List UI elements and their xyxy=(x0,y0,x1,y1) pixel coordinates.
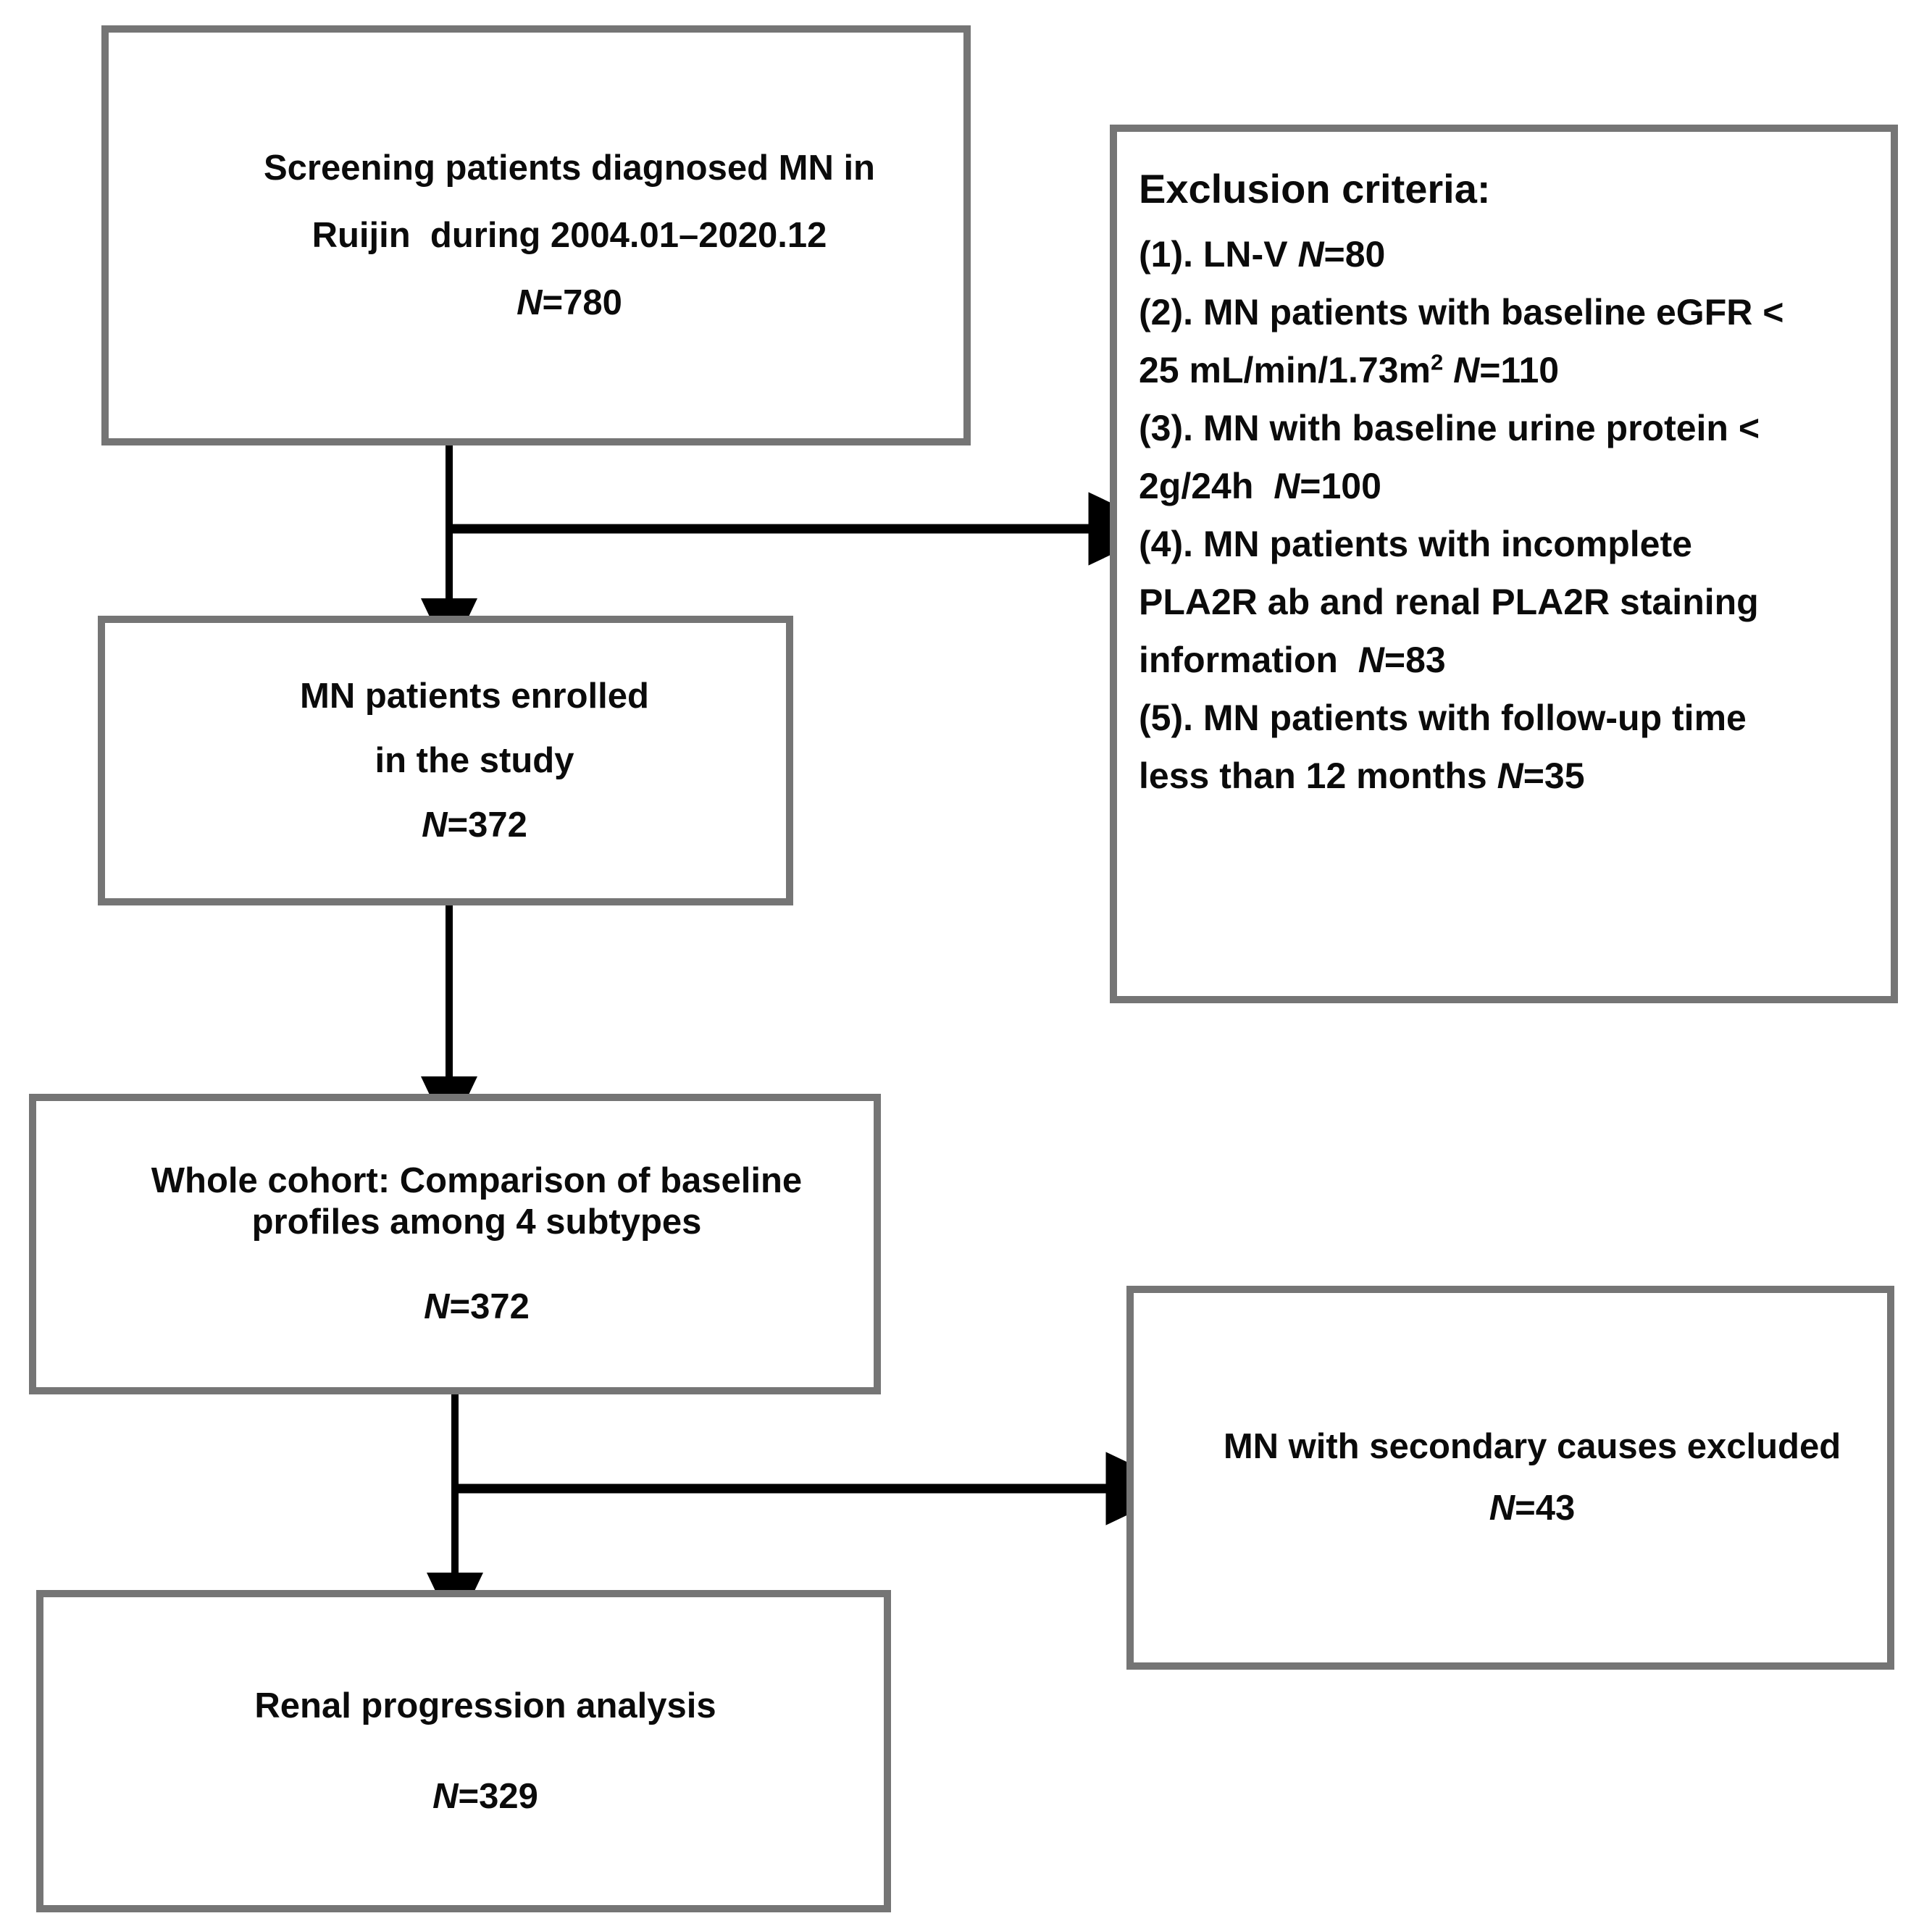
screening-n-value: =780 xyxy=(542,283,622,322)
exclusion-item-3-n: N xyxy=(1274,465,1300,506)
exclusion-item-2-unit: 25 mL/min/1.73m xyxy=(1139,349,1431,390)
wholecohort-line-1: Whole cohort: Comparison of baseline xyxy=(151,1161,803,1200)
exclusion-item-4-n: N xyxy=(1358,639,1384,680)
exclusion-item-4-line-a: (4). MN patients with incomplete xyxy=(1139,523,1692,564)
renal-n-value: =329 xyxy=(458,1776,538,1816)
wholecohort-line-2: profiles among 4 subtypes xyxy=(251,1202,702,1242)
exclusion-item-2-line-b: 25 mL/min/1.73m2 N=110 xyxy=(1139,350,1912,390)
exclusion-item-3-line-b: 2g/24h N=100 xyxy=(1139,466,1912,506)
renal-n-symbol: N xyxy=(432,1776,459,1816)
exclusion-item-1-value: =80 xyxy=(1323,233,1386,275)
exclusion-item-3-line-a: (3). MN with baseline urine protein < xyxy=(1139,407,1760,448)
screening-count: N=780 xyxy=(142,285,997,321)
exclusion-item-1-text: (1). LN-V xyxy=(1139,233,1298,275)
exclusion-item-5-line-b: less than 12 months N=35 xyxy=(1139,756,1912,796)
exclusion-item-1: (1). LN-V N=80 xyxy=(1139,234,1912,275)
exclusion-heading: Exclusion criteria: xyxy=(1139,166,1491,212)
screening-line-2: Ruijin during 2004.01–2020.12 xyxy=(311,215,827,255)
exclusion-item-2-line-a: (2). MN patients with baseline eGFR < xyxy=(1139,291,1784,332)
exclusion-item-2-value: =110 xyxy=(1479,349,1560,390)
wholecohort-n-symbol: N xyxy=(424,1287,450,1326)
exclusion-item-3-value: =100 xyxy=(1300,465,1381,506)
exclusion-item-4-line-c: information N=83 xyxy=(1139,640,1912,680)
secondary-count: N=43 xyxy=(1155,1491,1909,1526)
exclusion-item-4-line-b: PLA2R ab and renal PLA2R staining xyxy=(1139,581,1759,622)
secondary-line-1: MN with secondary causes excluded xyxy=(1223,1427,1841,1466)
wholecohort-count: N=372 xyxy=(58,1289,895,1325)
node-secondary-causes-excluded: MN with secondary causes excluded N=43 xyxy=(1126,1286,1894,1670)
enrolled-n-value: =372 xyxy=(447,805,527,845)
exclusion-item-5-line-a: (5). MN patients with follow-up time xyxy=(1139,697,1747,738)
node-screening-patients: Screening patients diagnosed MN in Ruiji… xyxy=(101,25,971,445)
exclusion-item-4-text: information xyxy=(1139,639,1358,680)
exclusion-item-3-unit: 2g/24h xyxy=(1139,465,1274,506)
enrolled-count: N=372 xyxy=(134,805,815,845)
node-mn-patients-enrolled: MN patients enrolled in the study N=372 xyxy=(98,616,793,905)
enrolled-n-symbol: N xyxy=(422,805,448,845)
screening-line-1: Screening patients diagnosed MN in xyxy=(263,148,875,188)
enrolled-line-2: in the study xyxy=(375,740,574,780)
wholecohort-n-value: =372 xyxy=(449,1287,530,1326)
secondary-n-symbol: N xyxy=(1489,1489,1515,1528)
renal-line-1: Renal progression analysis xyxy=(254,1686,716,1725)
exclusion-item-5-value: =35 xyxy=(1523,755,1585,796)
exclusion-item-2-superscript: 2 xyxy=(1430,349,1444,375)
renal-count: N=329 xyxy=(65,1776,906,1816)
exclusion-item-5-n: N xyxy=(1497,755,1523,796)
exclusion-item-1-n: N xyxy=(1297,233,1324,275)
enrolled-line-1: MN patients enrolled xyxy=(300,676,649,716)
secondary-n-value: =43 xyxy=(1515,1489,1576,1528)
exclusion-item-4-value: =83 xyxy=(1384,639,1446,680)
exclusion-item-5-text: less than 12 months xyxy=(1139,755,1497,796)
node-renal-progression-analysis: Renal progression analysis N=329 xyxy=(36,1590,891,1912)
node-whole-cohort-comparison: Whole cohort: Comparison of baseline pro… xyxy=(29,1094,881,1394)
screening-n-symbol: N xyxy=(517,283,543,322)
node-exclusion-criteria: Exclusion criteria: (1). LN-V N=80 (2). … xyxy=(1110,125,1898,1003)
exclusion-item-2-n: N xyxy=(1453,349,1480,390)
